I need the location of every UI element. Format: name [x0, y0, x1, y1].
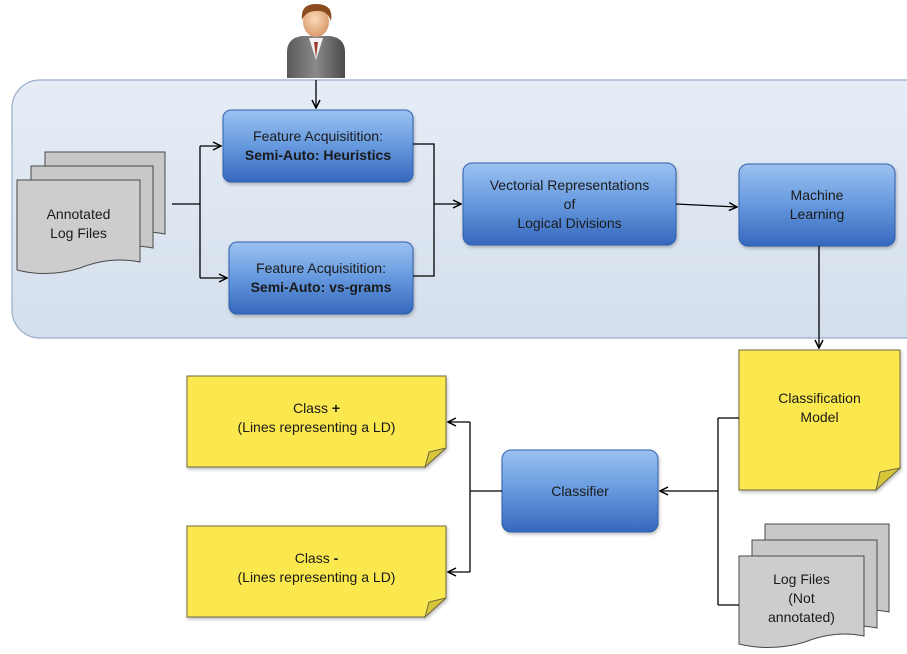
arrow-to-machine-learning [675, 204, 737, 207]
class-minus-note [186, 525, 447, 618]
connector-vsgrams-out [413, 204, 435, 277]
classification-model-note [738, 349, 901, 491]
class-plus-note [186, 375, 447, 468]
annotated-log-files-stack [16, 151, 166, 275]
feature-vsgrams-box [228, 241, 414, 315]
connector-heuristics-out [413, 143, 435, 204]
vectorial-box [462, 162, 677, 246]
log-files-stack [738, 523, 890, 649]
classifier-box [501, 449, 659, 533]
feature-heuristics-box [222, 109, 414, 183]
machine-learning-box [738, 163, 896, 247]
person-icon [287, 4, 345, 78]
